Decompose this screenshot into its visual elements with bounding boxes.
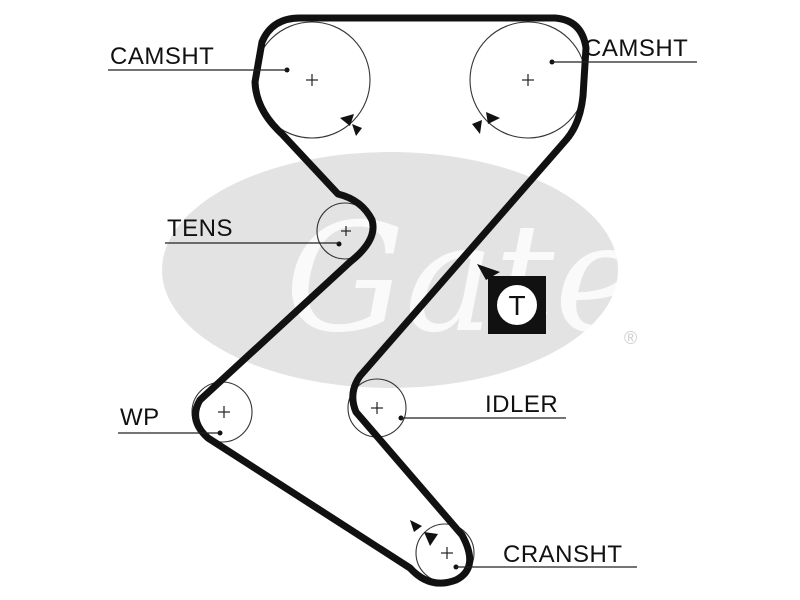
- camshaft-right-timing-mark-icon: [486, 112, 500, 124]
- idler-center-icon: [371, 402, 383, 414]
- tensioner-marker-letter: T: [508, 290, 525, 321]
- idler-label: IDLER: [485, 391, 558, 418]
- camshaft-right-label: CAMSHT: [584, 35, 688, 62]
- timing-marks: [340, 112, 500, 546]
- tensioner-marker: T: [477, 264, 546, 334]
- watermark-logo: Gates ®: [162, 152, 720, 388]
- crankshaft-timing-arrow-icon: [410, 520, 422, 532]
- water-pump-center-icon: [218, 406, 230, 418]
- camshaft-left-label: CAMSHT: [110, 43, 214, 70]
- crankshaft-label: CRANSHT: [503, 541, 623, 568]
- camshaft-right-center-icon: [522, 74, 534, 86]
- leader-lines: [108, 61, 697, 568]
- crankshaft-center-icon: [441, 547, 453, 559]
- crankshaft-timing-mark-icon: [424, 532, 438, 546]
- tensioner-center-icon: [341, 226, 351, 236]
- watermark-registered-mark: ®: [624, 328, 637, 348]
- pulley-centers: [218, 74, 534, 559]
- timing-belt: [192, 14, 590, 587]
- tensioner-label: TENS: [167, 215, 233, 242]
- camshaft-left-timing-mark-icon: [340, 114, 354, 126]
- camshaft-right-timing-arrow-icon: [472, 120, 482, 134]
- tensioner-marker-arrow-icon: [477, 264, 500, 280]
- water-pump-label: WP: [120, 404, 160, 431]
- camshaft-left-center-icon: [306, 74, 318, 86]
- camshaft-left-timing-arrow-icon: [352, 124, 362, 136]
